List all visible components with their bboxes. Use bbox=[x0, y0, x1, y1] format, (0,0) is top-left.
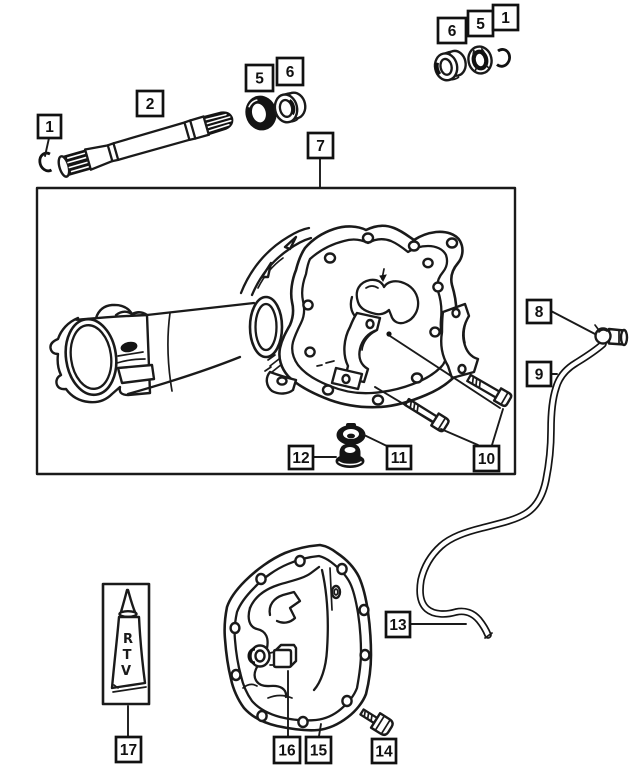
bearing-cap-left bbox=[330, 311, 382, 391]
callout-8[interactable]: 8 bbox=[525, 298, 553, 325]
rtv-sealant: R T V bbox=[101, 582, 151, 706]
callout-15[interactable]: 15 bbox=[304, 735, 333, 765]
callout-5-right[interactable]: 5 bbox=[466, 9, 495, 38]
callout-6-right[interactable]: 6 bbox=[436, 16, 468, 45]
cover-bolt-holes bbox=[229, 554, 371, 729]
rtv-letter-t: T bbox=[123, 648, 132, 663]
svg-text:8: 8 bbox=[535, 304, 544, 321]
callout-14[interactable]: 14 bbox=[370, 737, 398, 765]
cap-bolt-upper bbox=[466, 373, 513, 408]
svg-text:6: 6 bbox=[448, 23, 457, 40]
callout-1-left[interactable]: 1 bbox=[36, 113, 63, 140]
svg-text:6: 6 bbox=[286, 64, 295, 81]
callout-16[interactable]: 16 bbox=[272, 735, 302, 765]
axle-bearing bbox=[273, 91, 307, 124]
spindle-seal bbox=[467, 45, 493, 75]
pinion-nut bbox=[335, 443, 365, 468]
callout-6-mid[interactable]: 6 bbox=[275, 56, 305, 87]
svg-text:12: 12 bbox=[292, 450, 309, 467]
snap-ring-right bbox=[496, 48, 511, 68]
rtv-letter-v: V bbox=[121, 664, 131, 679]
vent-fitting bbox=[594, 324, 629, 347]
callout-11[interactable]: 11 bbox=[385, 444, 413, 471]
rtv-letter-r: R bbox=[123, 632, 133, 647]
callout-2[interactable]: 2 bbox=[135, 89, 165, 118]
svg-text:2: 2 bbox=[146, 96, 155, 113]
callout-12[interactable]: 12 bbox=[287, 444, 315, 471]
differential-housing bbox=[265, 224, 480, 409]
svg-text:17: 17 bbox=[120, 742, 137, 759]
svg-text:5: 5 bbox=[255, 71, 264, 88]
svg-text:5: 5 bbox=[476, 16, 485, 33]
bearing-cap-right bbox=[440, 302, 480, 380]
svg-text:10: 10 bbox=[478, 451, 495, 468]
svg-text:1: 1 bbox=[501, 10, 510, 27]
callout-7[interactable]: 7 bbox=[306, 131, 335, 160]
callout-9[interactable]: 9 bbox=[525, 360, 553, 388]
callout-1-right[interactable]: 1 bbox=[491, 3, 520, 32]
fill-plug-boss bbox=[247, 644, 271, 668]
tube-collar bbox=[248, 295, 284, 373]
axle-tube bbox=[126, 301, 256, 396]
spindle-bearing bbox=[433, 49, 467, 82]
axle-seal bbox=[245, 95, 277, 131]
flange-bolt-holes bbox=[302, 232, 459, 406]
leader-lines bbox=[44, 137, 596, 737]
tube-end-casting bbox=[49, 303, 156, 404]
callout-10[interactable]: 10 bbox=[472, 444, 501, 473]
cover-stamping-detail bbox=[242, 565, 342, 699]
callout-5-mid[interactable]: 5 bbox=[244, 63, 275, 93]
svg-text:7: 7 bbox=[316, 138, 325, 155]
svg-text:13: 13 bbox=[389, 617, 407, 634]
svg-text:14: 14 bbox=[375, 744, 393, 761]
svg-text:1: 1 bbox=[45, 119, 54, 136]
svg-text:15: 15 bbox=[310, 743, 328, 760]
axle-shaft bbox=[57, 111, 234, 178]
callout-13[interactable]: 13 bbox=[384, 610, 412, 639]
svg-text:11: 11 bbox=[391, 450, 408, 467]
fill-plug bbox=[269, 643, 298, 669]
vent-hose bbox=[416, 340, 607, 639]
cover-bolt bbox=[359, 708, 394, 736]
svg-text:16: 16 bbox=[278, 743, 296, 760]
housing-ribs bbox=[239, 226, 313, 297]
diff-cover bbox=[223, 543, 373, 732]
svg-text:9: 9 bbox=[535, 367, 544, 384]
callout-17[interactable]: 17 bbox=[114, 735, 143, 764]
